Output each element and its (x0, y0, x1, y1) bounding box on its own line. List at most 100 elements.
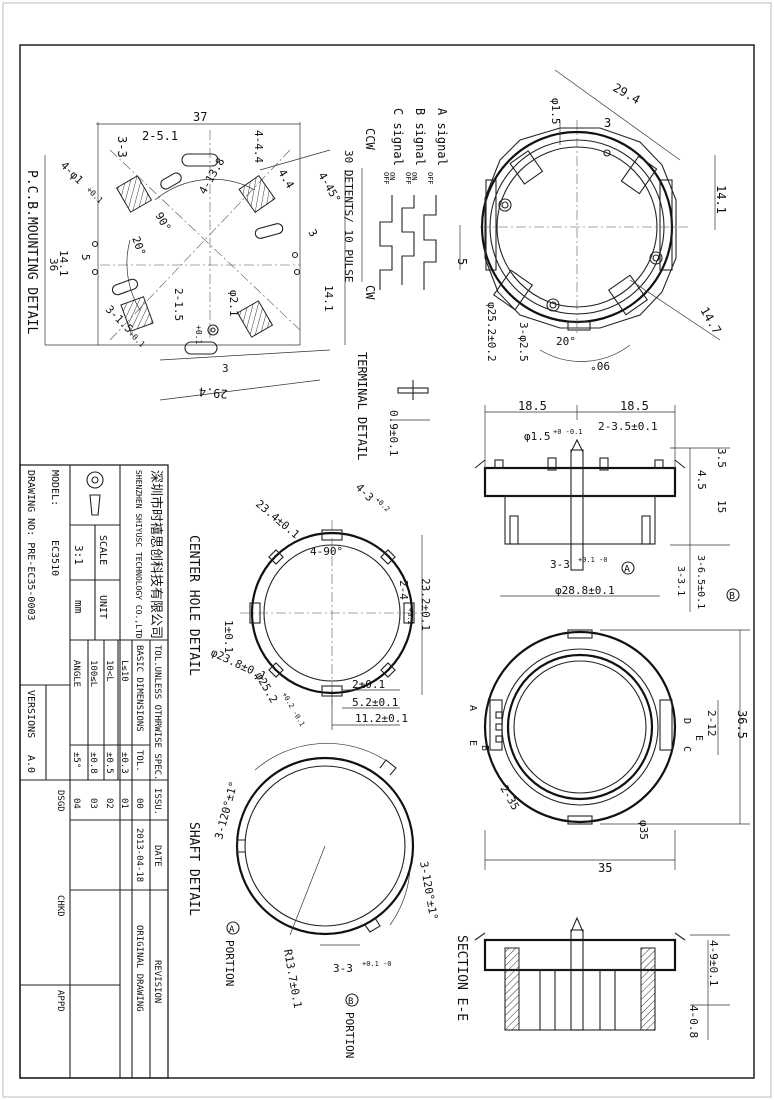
front-label-a: A (624, 564, 630, 575)
front-dim-3-3: 3-3 (550, 558, 570, 571)
front-dim-phi1-5: φ1.5 (524, 430, 551, 443)
shaft-circ-a: A (229, 925, 235, 935)
pcb-dim-20: 20° (129, 235, 148, 258)
issu-label: ISSU. (152, 788, 162, 815)
revision-label: REVISION (152, 960, 162, 1003)
shaft-title: SHAFT DETAIL (186, 822, 201, 916)
company-cn: 深圳市时禧思创科技有限公司 (148, 470, 164, 639)
section-e-e: SECTION E-E 4-9±0.1 4-0.8 (454, 916, 730, 1040)
top-dim-29-4: 29.4 (611, 80, 643, 107)
section-title: SECTION E-E (454, 935, 469, 1021)
issue-00: 00 (134, 798, 144, 809)
shaft-dim-3-3-tol: +0.1 -0 (362, 960, 392, 968)
pcb-dim-4-45: 4-45° (315, 170, 343, 205)
pcb-dim-3b: 3 (222, 362, 229, 375)
front-label-b: B (729, 591, 735, 602)
top-dim-phi1-5: φ1.5 (549, 98, 562, 125)
encoder-front-view: 18.5 18.5 φ1.5 +0 -0.1 2-3.5±0.1 3.5 4.5… (474, 399, 740, 612)
ch-dim-11-2: 11.2±0.1 (355, 712, 408, 725)
signal-a-label: A signal (435, 108, 449, 166)
bv-label-b: B (479, 745, 490, 751)
pcb-mounting-detail: P.C.B.MOUNTING DETAIL 37 2-5.1 3-3 4-φ1 … (24, 110, 346, 401)
shaft-dim-3-3: 3-3 (333, 962, 353, 975)
bv-dim-2-12: 2-12 (705, 710, 718, 737)
shaft-dim-3-120b: 3-120°±1° (417, 860, 440, 921)
top-dim-3-phi2-5: 3-φ2.5 (517, 322, 530, 362)
issue-02: 02 (104, 798, 114, 809)
pcb-dim-phi2-1: φ2.1 (227, 290, 240, 317)
pcb-dim-36: 36 (47, 258, 60, 271)
signal-b-label: B signal (413, 108, 427, 166)
shaft-dim-3-120a: 3-120°±1° (212, 780, 240, 841)
pcb-dim-4-phi1: 4-φ1 (58, 159, 86, 187)
detents-label: 30 DETENTS/ 10 PULSE (342, 150, 355, 282)
scale-label: SCALE (97, 535, 108, 565)
encoder-top-view: 29.4 φ1.5 3 14.1 5 φ25.2±0.2 3-φ2.5 20° … (455, 69, 728, 372)
tol-value-3: ±5° (71, 752, 81, 768)
section-dim-4-9: 4-9±0.1 (707, 940, 720, 986)
pcb-dim-5: 5 (79, 254, 92, 261)
top-dim-phi25-2: φ25.2±0.2 (485, 302, 498, 362)
tol-value-2: ±0.8 (88, 752, 98, 774)
pcb-dim-14-1b: 14.1 (322, 285, 335, 312)
top-dim-5: 5 (455, 258, 469, 265)
ch-dim-phi25-2-tol: +0.2 -0.1 (280, 691, 306, 728)
pcb-dim-29-4: 29.4 (198, 384, 228, 400)
versions-value: A.0 (25, 755, 36, 773)
bv-dim-35: 35 (598, 861, 612, 875)
scale-value: 3:1 (72, 545, 85, 565)
bv-dim-36-5: 36.5 (735, 710, 749, 739)
front-dim-3-6-5: 3-6.5±0.1 (695, 555, 706, 609)
front-dim-3-3-tol: +0.1 -0 (578, 556, 608, 564)
pcb-dim-3: 3 (305, 227, 320, 239)
section-dim-4-0-8: 4-0.8 (687, 1005, 700, 1038)
bv-label-a: A (467, 705, 478, 711)
issue-date: 2013-04-18 (134, 828, 144, 882)
pcb-dim-2-5-1: 2-5.1 (142, 129, 178, 143)
pcb-dim-2-1-5-tol: +0.1 (194, 325, 203, 344)
ch-dim-23-2: 23.2±0.1 (419, 578, 432, 631)
pcb-dim-4-13-8: 4-13.8 (196, 156, 227, 197)
signal-b-on: ON (410, 172, 418, 180)
issue-revision: ORIGINAL DRAWING (134, 925, 144, 1012)
front-dim-15: 15 (715, 500, 728, 513)
issue-03: 03 (88, 798, 98, 809)
terminal-dim-09: 0.9±0.1 (387, 410, 400, 456)
basic-dims: BASIC DIMENSIONS (134, 645, 144, 732)
cw-label: CW (363, 285, 377, 300)
center-hole-title: CENTER HOLE DETAIL (186, 535, 201, 676)
tol-header: TOL.UNLESS OTHRWISE SPEC. (152, 645, 162, 780)
pcb-dim-4-phi1-tol: +0.1 (85, 185, 105, 205)
front-dim-phi1-5-tol: +0 -0.1 (553, 428, 583, 436)
tol-range-0: L≤10 (119, 660, 129, 682)
ch-dim-23-4: 23.4±0.1 (253, 497, 302, 541)
pcb-dim-4-4: 4.4 (275, 167, 296, 191)
ccw-label: CCW (363, 128, 377, 150)
company-en: SHENZHEN SHIYUSC TECHNOLOGY CO.,LTD (134, 470, 143, 639)
terminal-detail: TERMINAL DETAIL 0.9±0.1 (355, 352, 430, 460)
front-dim-18-5b: 18.5 (620, 399, 649, 413)
pcb-title: P.C.B.MOUNTING DETAIL (24, 170, 39, 335)
front-dim-4-5: 4.5 (695, 470, 708, 490)
shaft-portion-a: PORTION (223, 940, 236, 986)
issue-04: 04 (71, 798, 81, 809)
ch-dim-4-3: 4-3 (353, 481, 376, 504)
drawing-no: DRAWING NO: PRE-EC35-0003 (25, 470, 36, 621)
top-dim-90: 90° (590, 359, 610, 372)
top-dim-14-1: 14.1 (714, 185, 728, 214)
bv-label-d: D (681, 718, 692, 724)
pcb-dim-3-1-5-tol: +0.1 (127, 329, 147, 349)
bv-dim-phi35: φ35 (637, 820, 650, 840)
shaft-detail: SHAFT DETAIL 3-120°±1° 3-120°±1° R13.7±0… (186, 742, 440, 1058)
unit-value: mm (72, 600, 85, 614)
title-block: 深圳市时禧思创科技有限公司 SHENZHEN SHIYUSC TECHNOLOG… (19, 464, 169, 1079)
shaft-dim-r13-7: R13.7±0.1 (281, 948, 304, 1009)
center-hole-detail: CENTER HOLE DETAIL 4-3 +0.2 23.4±0.1 4-9… (186, 481, 432, 730)
signal-c-label: C signal (391, 108, 405, 166)
appd-label: APPD (55, 990, 65, 1012)
ch-dim-2-4: 2-4 (397, 580, 410, 600)
signal-c-on: ON (388, 172, 396, 180)
front-dim-3-5: 3.5 (715, 448, 728, 468)
